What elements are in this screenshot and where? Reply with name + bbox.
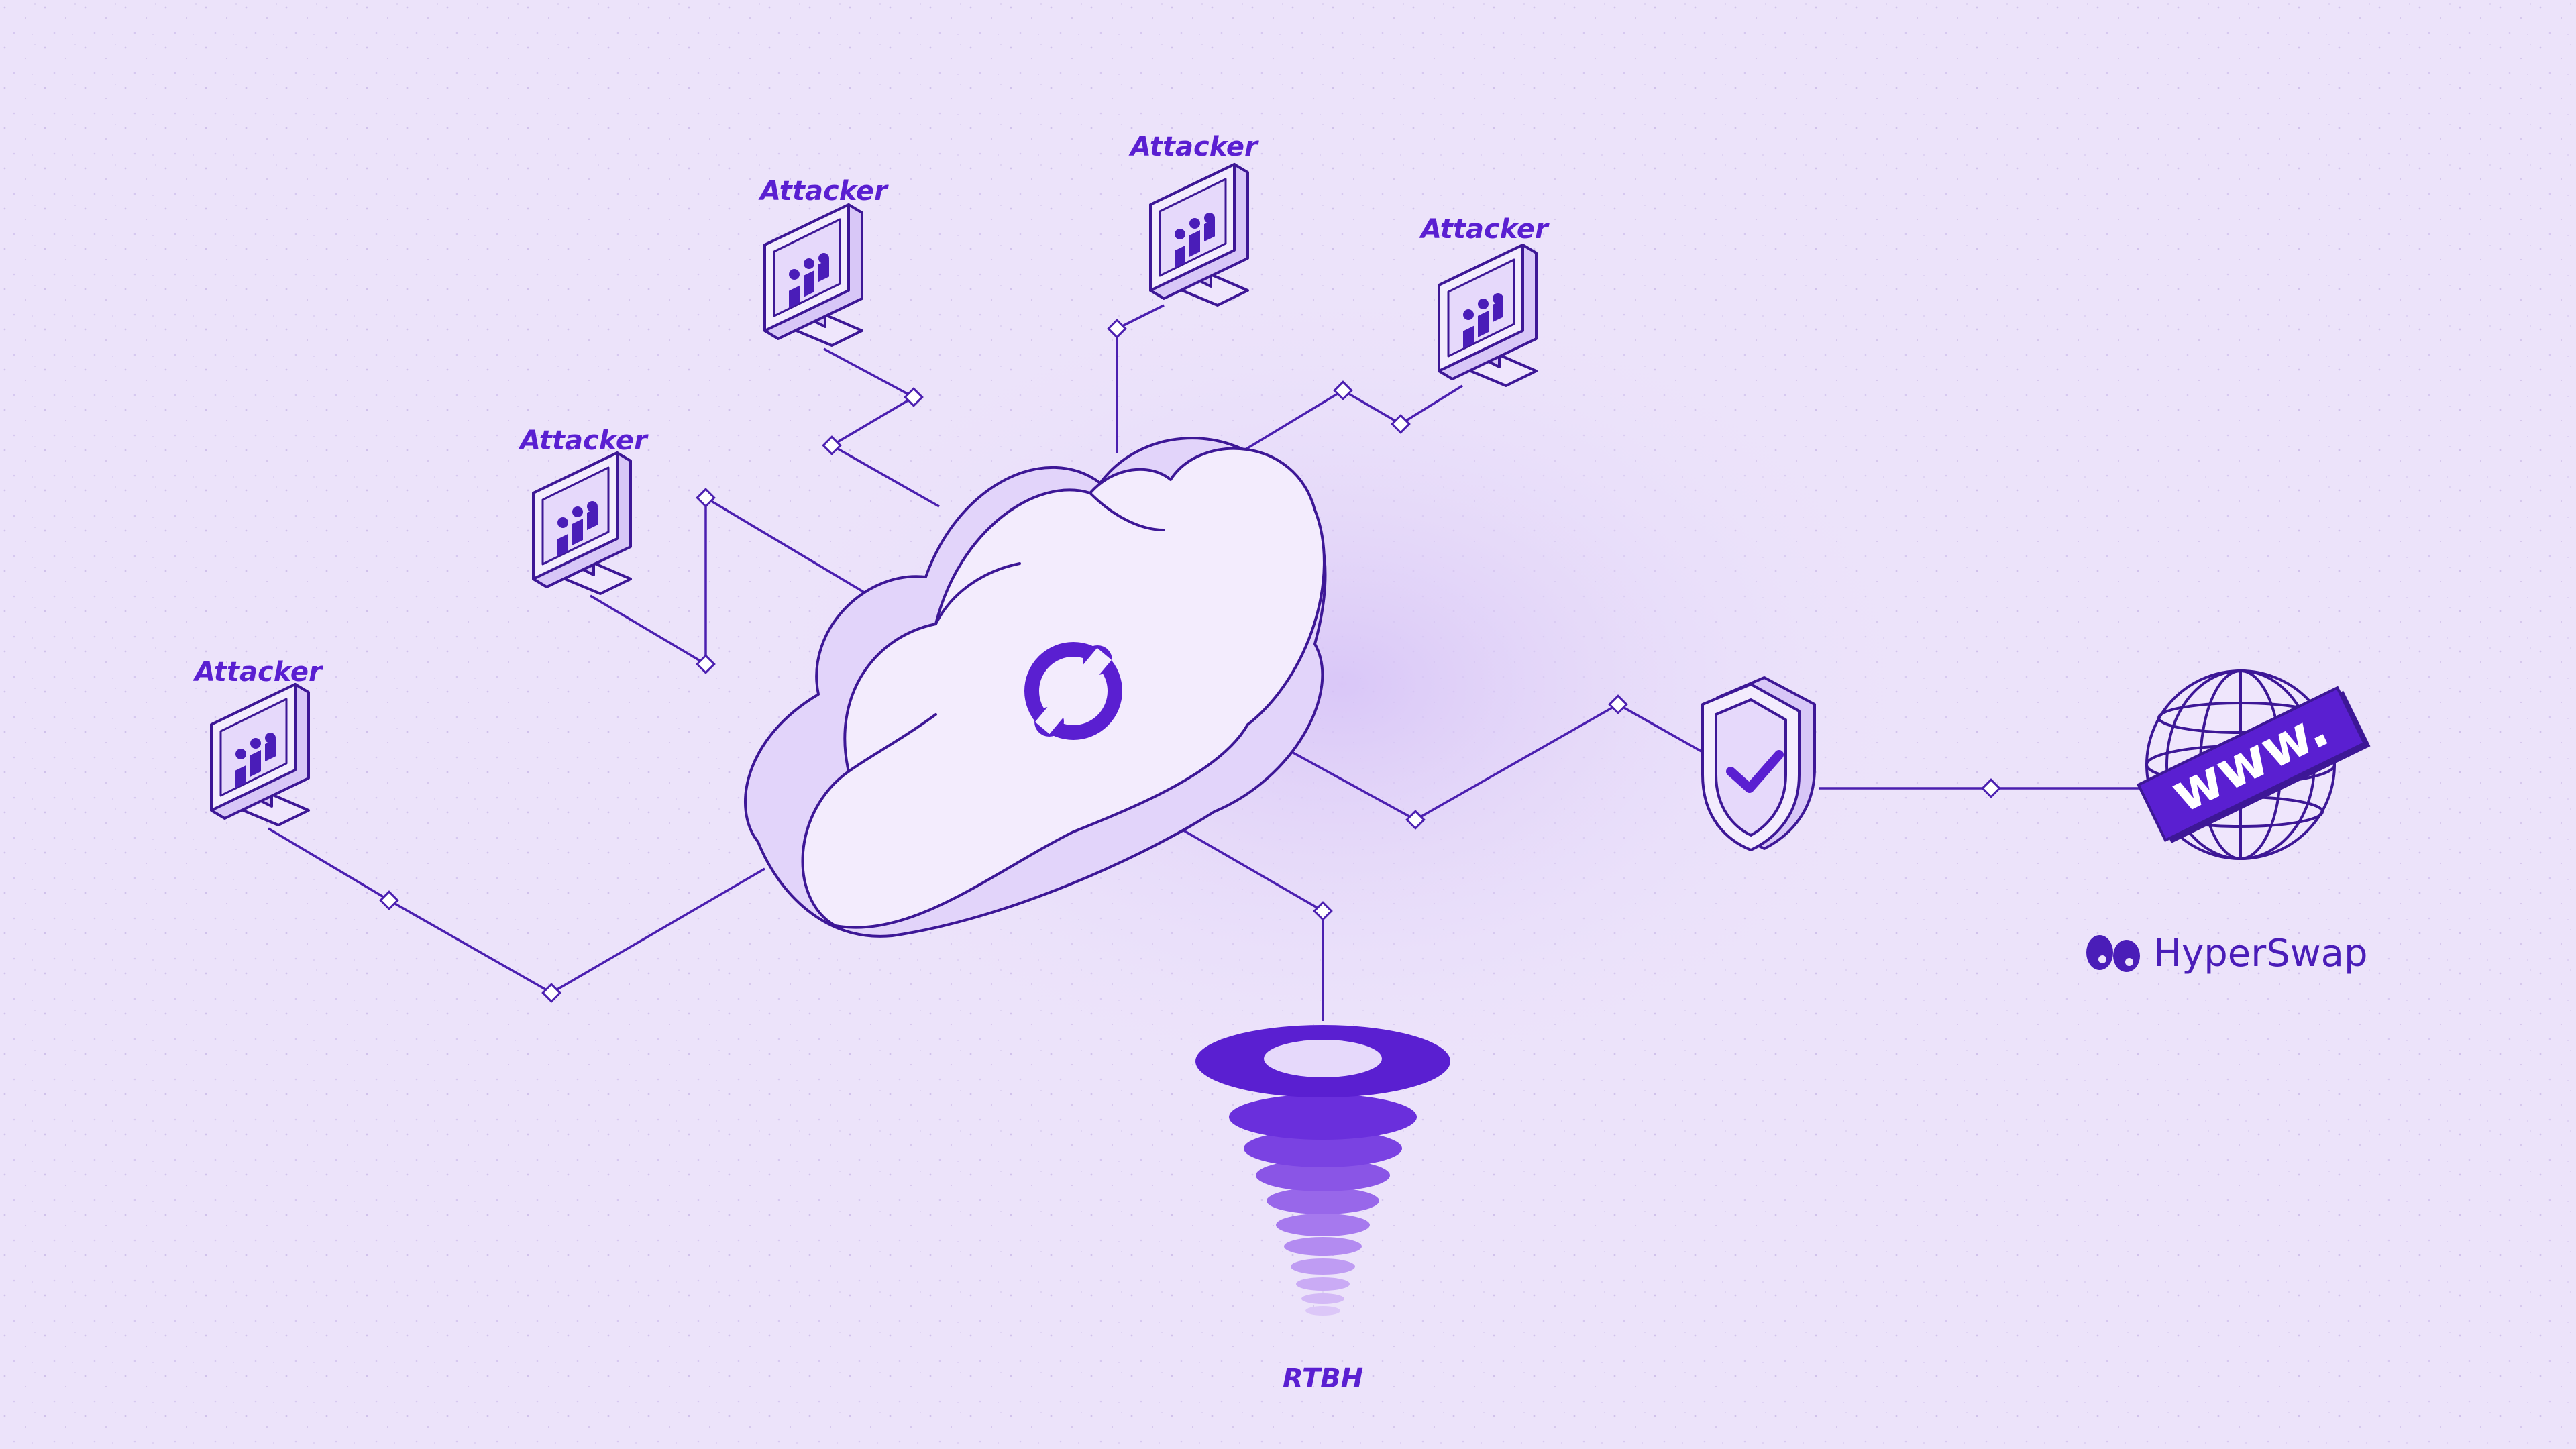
funnel-ring bbox=[1291, 1258, 1355, 1275]
funnel-ring bbox=[1276, 1214, 1370, 1236]
funnel-ring bbox=[1305, 1306, 1340, 1316]
funnel-sink-icon bbox=[1195, 1025, 1450, 1316]
shield-check-icon bbox=[1701, 676, 1816, 851]
junction-node bbox=[1107, 319, 1127, 339]
attacker-label: Attacker bbox=[1128, 131, 1259, 162]
wire-attacker-3 bbox=[823, 347, 940, 508]
funnel-ring bbox=[1296, 1277, 1350, 1291]
junction-node bbox=[904, 387, 924, 407]
funnel-ring bbox=[1229, 1094, 1417, 1140]
monitor-icon bbox=[1149, 163, 1249, 307]
junction-node bbox=[1391, 414, 1411, 434]
junction-node bbox=[1313, 901, 1333, 921]
wire-attacker-2 bbox=[590, 495, 873, 667]
globe-icon: www. bbox=[2136, 669, 2371, 860]
attacker-label: Attacker bbox=[518, 425, 649, 456]
network-logo-icon bbox=[1024, 642, 1122, 740]
wire-attacker-1 bbox=[268, 827, 765, 995]
funnel-ring bbox=[1244, 1130, 1402, 1167]
monitor-icon bbox=[210, 683, 310, 826]
brand-name: HyperSwap bbox=[2153, 932, 2367, 975]
monitor-icon bbox=[1438, 244, 1538, 387]
brand-logo: HyperSwap bbox=[2086, 932, 2367, 975]
funnel-ring bbox=[1284, 1237, 1362, 1256]
attacker-label: Attacker bbox=[193, 657, 323, 688]
junction-node bbox=[541, 983, 561, 1003]
junction-node bbox=[1333, 380, 1353, 400]
funnel-opening bbox=[1264, 1040, 1382, 1077]
junction-node bbox=[696, 488, 716, 508]
hyperswap-logo-icon bbox=[2086, 935, 2140, 972]
monitor-icon bbox=[532, 451, 632, 595]
attacker-label: Attacker bbox=[1419, 214, 1550, 245]
junction-node bbox=[1608, 694, 1628, 714]
attacker-label: Attacker bbox=[758, 176, 889, 207]
cloud-face bbox=[801, 447, 1326, 929]
funnel-ring bbox=[1256, 1159, 1390, 1191]
sink-label: RTBH bbox=[1283, 1363, 1363, 1394]
junction-node bbox=[822, 435, 842, 455]
cloud-crease bbox=[847, 492, 1165, 773]
wire-attacker-5 bbox=[1234, 384, 1463, 458]
junction-nodes bbox=[379, 319, 2001, 1003]
funnel-ring bbox=[1301, 1293, 1344, 1304]
mitigation-cloud bbox=[744, 437, 1327, 938]
monitor-icon bbox=[763, 203, 863, 347]
funnel-ring bbox=[1267, 1187, 1379, 1214]
junction-node bbox=[1405, 810, 1426, 830]
junction-node bbox=[1981, 778, 2001, 798]
junction-node bbox=[696, 654, 716, 674]
wire-shield bbox=[1247, 702, 1708, 822]
junction-node bbox=[379, 890, 399, 910]
